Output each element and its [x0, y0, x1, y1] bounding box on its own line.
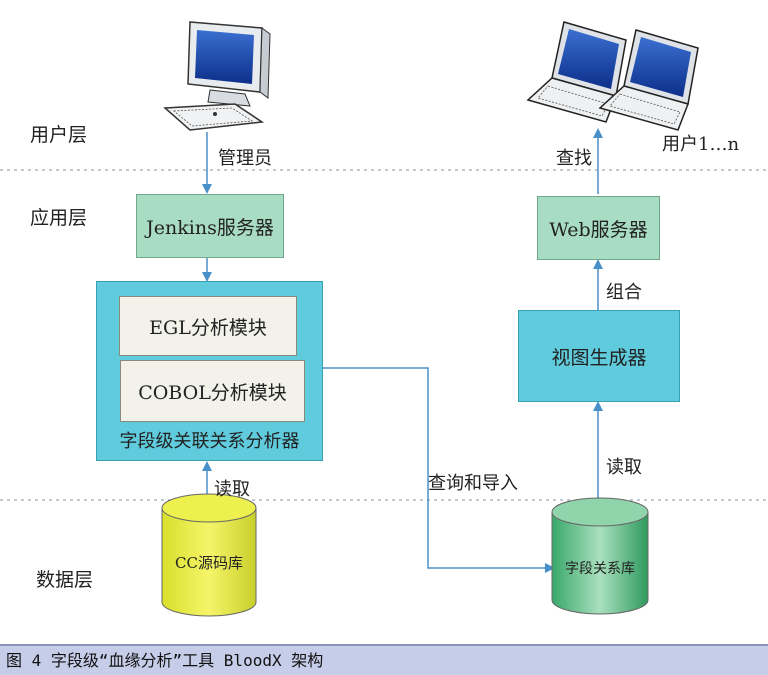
egl-module-box: EGL分析模块: [119, 296, 297, 356]
admin-label: 管理员: [218, 148, 272, 169]
users-label: 用户1…n: [662, 134, 740, 155]
web-server-box: Web服务器: [537, 196, 660, 260]
cc-db-label: CC源码库: [175, 554, 243, 572]
desktop-computer-icon: [163, 21, 271, 131]
view-generator-box: 视图生成器: [518, 310, 680, 402]
jenkins-server-box: Jenkins服务器: [136, 194, 284, 258]
user-layer-label: 用户层: [30, 124, 88, 146]
figure-caption: 图 4 字段级“血缘分析”工具 BloodX 架构: [0, 644, 768, 675]
cobol-module-box: COBOL分析模块: [120, 360, 305, 422]
read-right-label: 读取: [606, 457, 642, 478]
read-left-label: 读取: [214, 479, 250, 500]
cc-source-db-icon: [161, 493, 257, 617]
laptop-icon: [526, 21, 627, 123]
query-import-label: 查询和导入: [428, 473, 518, 494]
field-relation-db-icon: [551, 497, 649, 615]
analyzer-label: 字段级关联关系分析器: [119, 431, 300, 452]
arrow-query-import: [322, 367, 555, 573]
field-db-label: 字段关系库: [565, 561, 635, 577]
data-layer-label: 数据层: [36, 569, 94, 591]
search-label: 查找: [556, 148, 592, 169]
app-layer-label: 应用层: [30, 207, 88, 229]
laptop-icon: [598, 29, 699, 131]
combine-label: 组合: [606, 282, 642, 303]
